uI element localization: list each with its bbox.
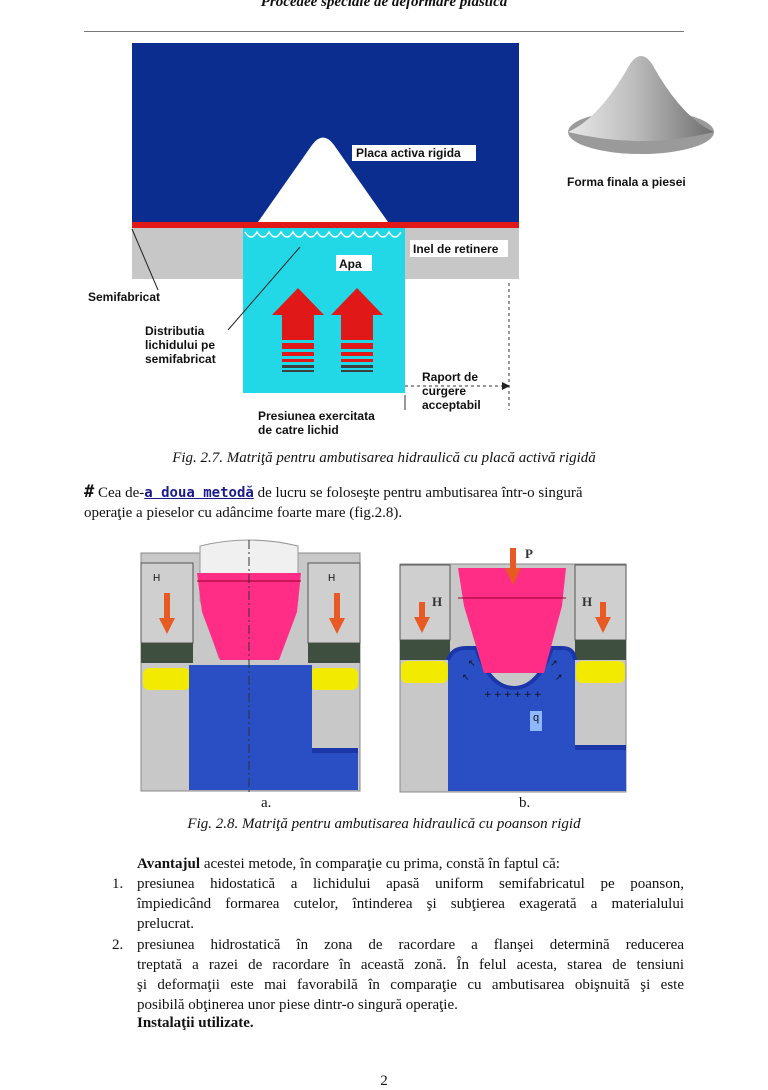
- cone-icon: [568, 56, 714, 154]
- fig-a-h-left: H: [153, 573, 161, 584]
- figure-2-7-caption: Fig. 2.7. Matriţă pentru ambutisarea hid…: [172, 450, 596, 466]
- label-semifabricat: Semifabricat: [88, 290, 161, 304]
- svg-text:↗: ↗: [555, 673, 563, 683]
- svg-text:+: +: [504, 690, 512, 700]
- label-distributia: Distributia lichidului pe semifabricat: [145, 324, 216, 366]
- figure-2-7: [131, 43, 714, 410]
- second-method-link[interactable]: a doua metodă: [144, 485, 254, 501]
- label-placa: Placa activa rigida: [356, 146, 461, 160]
- fig-b-h-right: H: [582, 594, 593, 609]
- label-presiunea: Presiunea exercitata de catre lichid: [258, 409, 375, 437]
- list-number-1: 1.: [112, 876, 124, 892]
- running-header: Procedee speciale de deformare plastică: [260, 0, 508, 10]
- fig-b-q-label: q: [533, 712, 540, 724]
- label-forma: Forma finala a piesei: [567, 175, 686, 189]
- svg-text:↖: ↖: [468, 659, 476, 669]
- figure-2-8-b: +++ +++ ↖↗ ↖↗: [399, 548, 627, 793]
- blank-strip: [132, 222, 519, 228]
- distributia-leader: [227, 246, 301, 331]
- header-divider: [84, 31, 684, 32]
- figure-2-8-a-label: a.: [261, 795, 272, 811]
- list-number-2: 2.: [112, 937, 124, 953]
- page-number: 2: [380, 1073, 388, 1089]
- label-raport: Raport de curgere acceptabil: [422, 370, 481, 412]
- figure-2-8-caption: Fig. 2.8. Matriţă pentru ambutisarea hid…: [187, 816, 581, 832]
- plate-cavity: [258, 137, 388, 222]
- fig-a-h-right: H: [328, 573, 336, 584]
- fig-b-p-label: P: [525, 546, 533, 561]
- svg-text:+: +: [514, 690, 522, 700]
- svg-text:+: +: [494, 690, 502, 700]
- svg-text:+: +: [524, 690, 532, 700]
- advantages-intro: Avantajul acestei metode, în comparaţie …: [137, 856, 560, 872]
- list-item-2: presiunea hidrostatică în zona de racord…: [137, 937, 684, 1013]
- semifabricat-leader: [131, 228, 159, 291]
- paragraph-method: # Cea de-a doua metodă de lucru se folos…: [84, 482, 583, 521]
- svg-text:+: +: [534, 690, 542, 700]
- svg-text:↖: ↖: [462, 673, 470, 683]
- figure-2-8-a: [140, 539, 361, 792]
- label-apa: Apa: [339, 257, 362, 271]
- figure-2-8-b-label: b.: [519, 795, 531, 811]
- pressure-arrow-right: [331, 288, 383, 372]
- figure-2-8: +++ +++ ↖↗ ↖↗: [140, 539, 627, 793]
- label-inel: Inel de retinere: [413, 242, 499, 256]
- pressure-arrow-left: [272, 288, 324, 372]
- svg-text:+: +: [484, 690, 492, 700]
- fig-b-h-left: H: [432, 594, 443, 609]
- hash-mark: #: [84, 482, 95, 502]
- list-item-1: presiunea hidostatică a lichidului apasă…: [137, 876, 684, 932]
- svg-text:↗: ↗: [550, 659, 558, 669]
- installations-heading: Instalaţii utilizate.: [137, 1015, 254, 1031]
